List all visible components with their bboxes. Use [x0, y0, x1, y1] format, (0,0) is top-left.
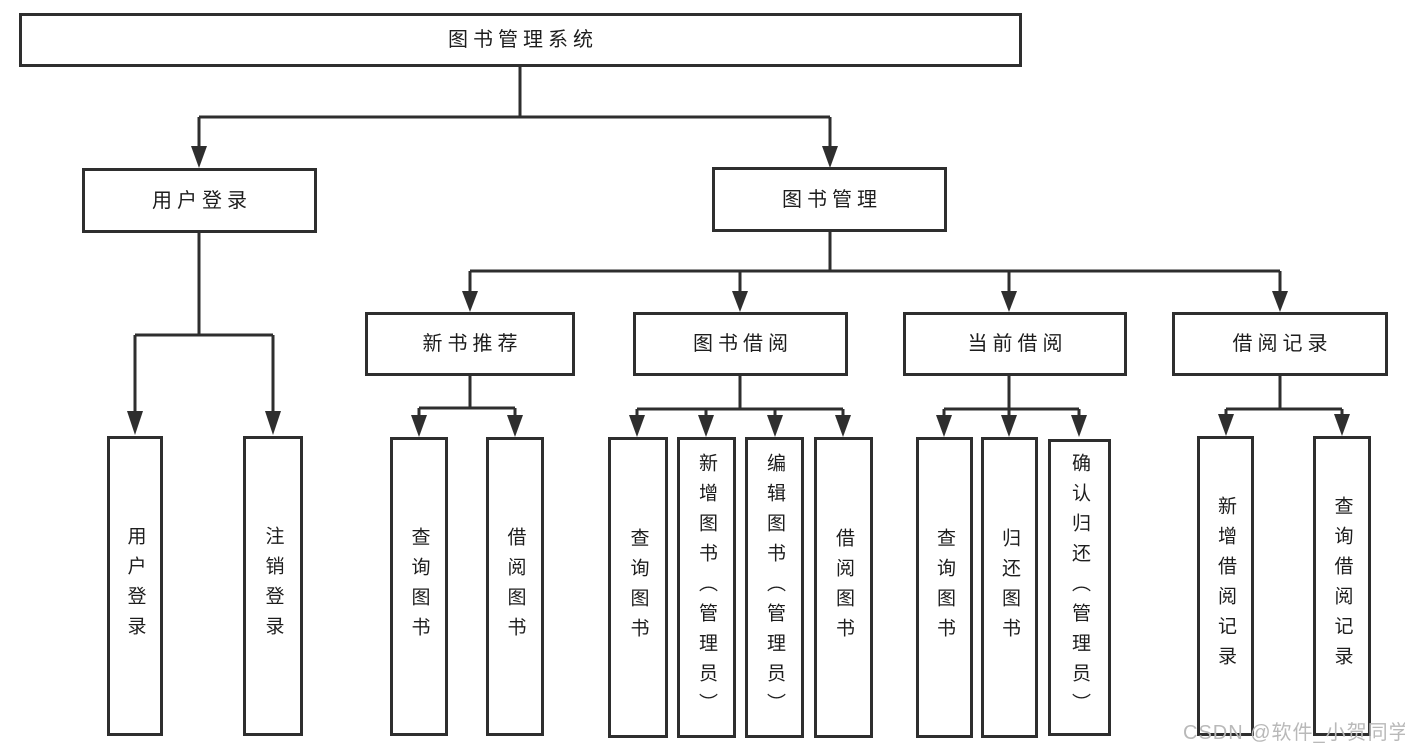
- node-book-borrow: 图书借阅: [633, 312, 848, 376]
- arrow-down-icon: [767, 415, 783, 437]
- leaf-user-login-label: 用户登录: [124, 526, 146, 646]
- arrow-down-icon: [835, 415, 851, 437]
- arrow-down-icon: [1218, 414, 1234, 436]
- arrow-down-icon: [462, 291, 478, 312]
- node-book-management-label: 图书管理: [782, 188, 882, 211]
- leaf-borrow-query-books: 查询图书: [608, 437, 668, 738]
- leaf-current-query-books-label: 查询图书: [934, 527, 955, 648]
- leaf-borrow-edit-books-admin-label: 编辑图书（管理员）: [764, 452, 785, 723]
- arrow-down-icon: [1001, 291, 1017, 312]
- leaf-borrow-query-books-label: 查询图书: [627, 527, 649, 648]
- leaf-borrow-add-books-admin: 新增图书（管理员）: [677, 437, 736, 738]
- leaf-records-query-record: 查询借阅记录: [1313, 436, 1371, 736]
- arrow-down-icon: [191, 146, 207, 168]
- leaf-recommend-borrow-books-label: 借阅图书: [504, 526, 526, 647]
- node-user-login-label: 用户登录: [152, 189, 252, 212]
- leaf-borrow-borrow-books-label: 借阅图书: [833, 527, 854, 648]
- arrow-down-icon: [822, 146, 838, 168]
- arrow-down-icon: [507, 415, 523, 437]
- node-user-login: 用户登录: [82, 168, 317, 233]
- arrow-down-icon: [698, 415, 714, 437]
- arrow-down-icon: [1071, 415, 1087, 437]
- connector-path: [133, 67, 1344, 418]
- leaf-borrow-borrow-books: 借阅图书: [814, 437, 873, 738]
- node-root-label: 图书管理系统: [448, 29, 598, 51]
- leaf-logout-label: 注销登录: [262, 526, 284, 646]
- arrow-down-icon: [127, 411, 143, 435]
- arrow-down-icon: [1272, 291, 1288, 312]
- csdn-watermark: CSDN @软件_小贺同学: [1183, 722, 1405, 744]
- leaf-records-add-record: 新增借阅记录: [1197, 436, 1254, 736]
- leaf-logout: 注销登录: [243, 436, 303, 736]
- leaf-records-add-record-label: 新增借阅记录: [1215, 496, 1236, 676]
- leaf-current-confirm-return-admin: 确认归还（管理员）: [1048, 439, 1111, 736]
- leaf-borrow-add-books-admin-label: 新增图书（管理员）: [696, 452, 717, 723]
- leaf-current-return-books-label: 归还图书: [999, 527, 1020, 648]
- arrow-down-icon: [1334, 414, 1350, 436]
- node-new-book-recommend-label: 新书推荐: [422, 333, 523, 355]
- leaf-current-return-books: 归还图书: [981, 437, 1038, 738]
- leaf-current-confirm-return-admin-label: 确认归还（管理员）: [1069, 452, 1090, 723]
- node-current-borrow-label: 当前借阅: [967, 333, 1068, 355]
- leaf-recommend-borrow-books: 借阅图书: [486, 437, 544, 736]
- arrow-down-icon: [411, 415, 427, 437]
- leaf-recommend-query-books: 查询图书: [390, 437, 448, 736]
- node-current-borrow: 当前借阅: [903, 312, 1127, 376]
- node-borrow-records-label: 借阅记录: [1232, 333, 1333, 355]
- node-root: 图书管理系统: [19, 13, 1022, 67]
- leaf-user-login: 用户登录: [107, 436, 163, 736]
- node-book-management: 图书管理: [712, 167, 947, 232]
- arrow-down-icon: [1001, 415, 1017, 437]
- leaf-recommend-query-books-label: 查询图书: [408, 526, 430, 647]
- leaf-current-query-books: 查询图书: [916, 437, 973, 738]
- node-new-book-recommend: 新书推荐: [365, 312, 575, 376]
- node-borrow-records: 借阅记录: [1172, 312, 1388, 376]
- leaf-borrow-edit-books-admin: 编辑图书（管理员）: [745, 437, 804, 738]
- node-book-borrow-label: 图书借阅: [693, 333, 793, 355]
- arrow-down-icon: [732, 291, 748, 312]
- arrow-down-icon: [936, 415, 952, 437]
- leaf-records-query-record-label: 查询借阅记录: [1331, 496, 1353, 676]
- arrow-down-icon: [265, 411, 281, 435]
- arrow-down-icon: [629, 415, 645, 437]
